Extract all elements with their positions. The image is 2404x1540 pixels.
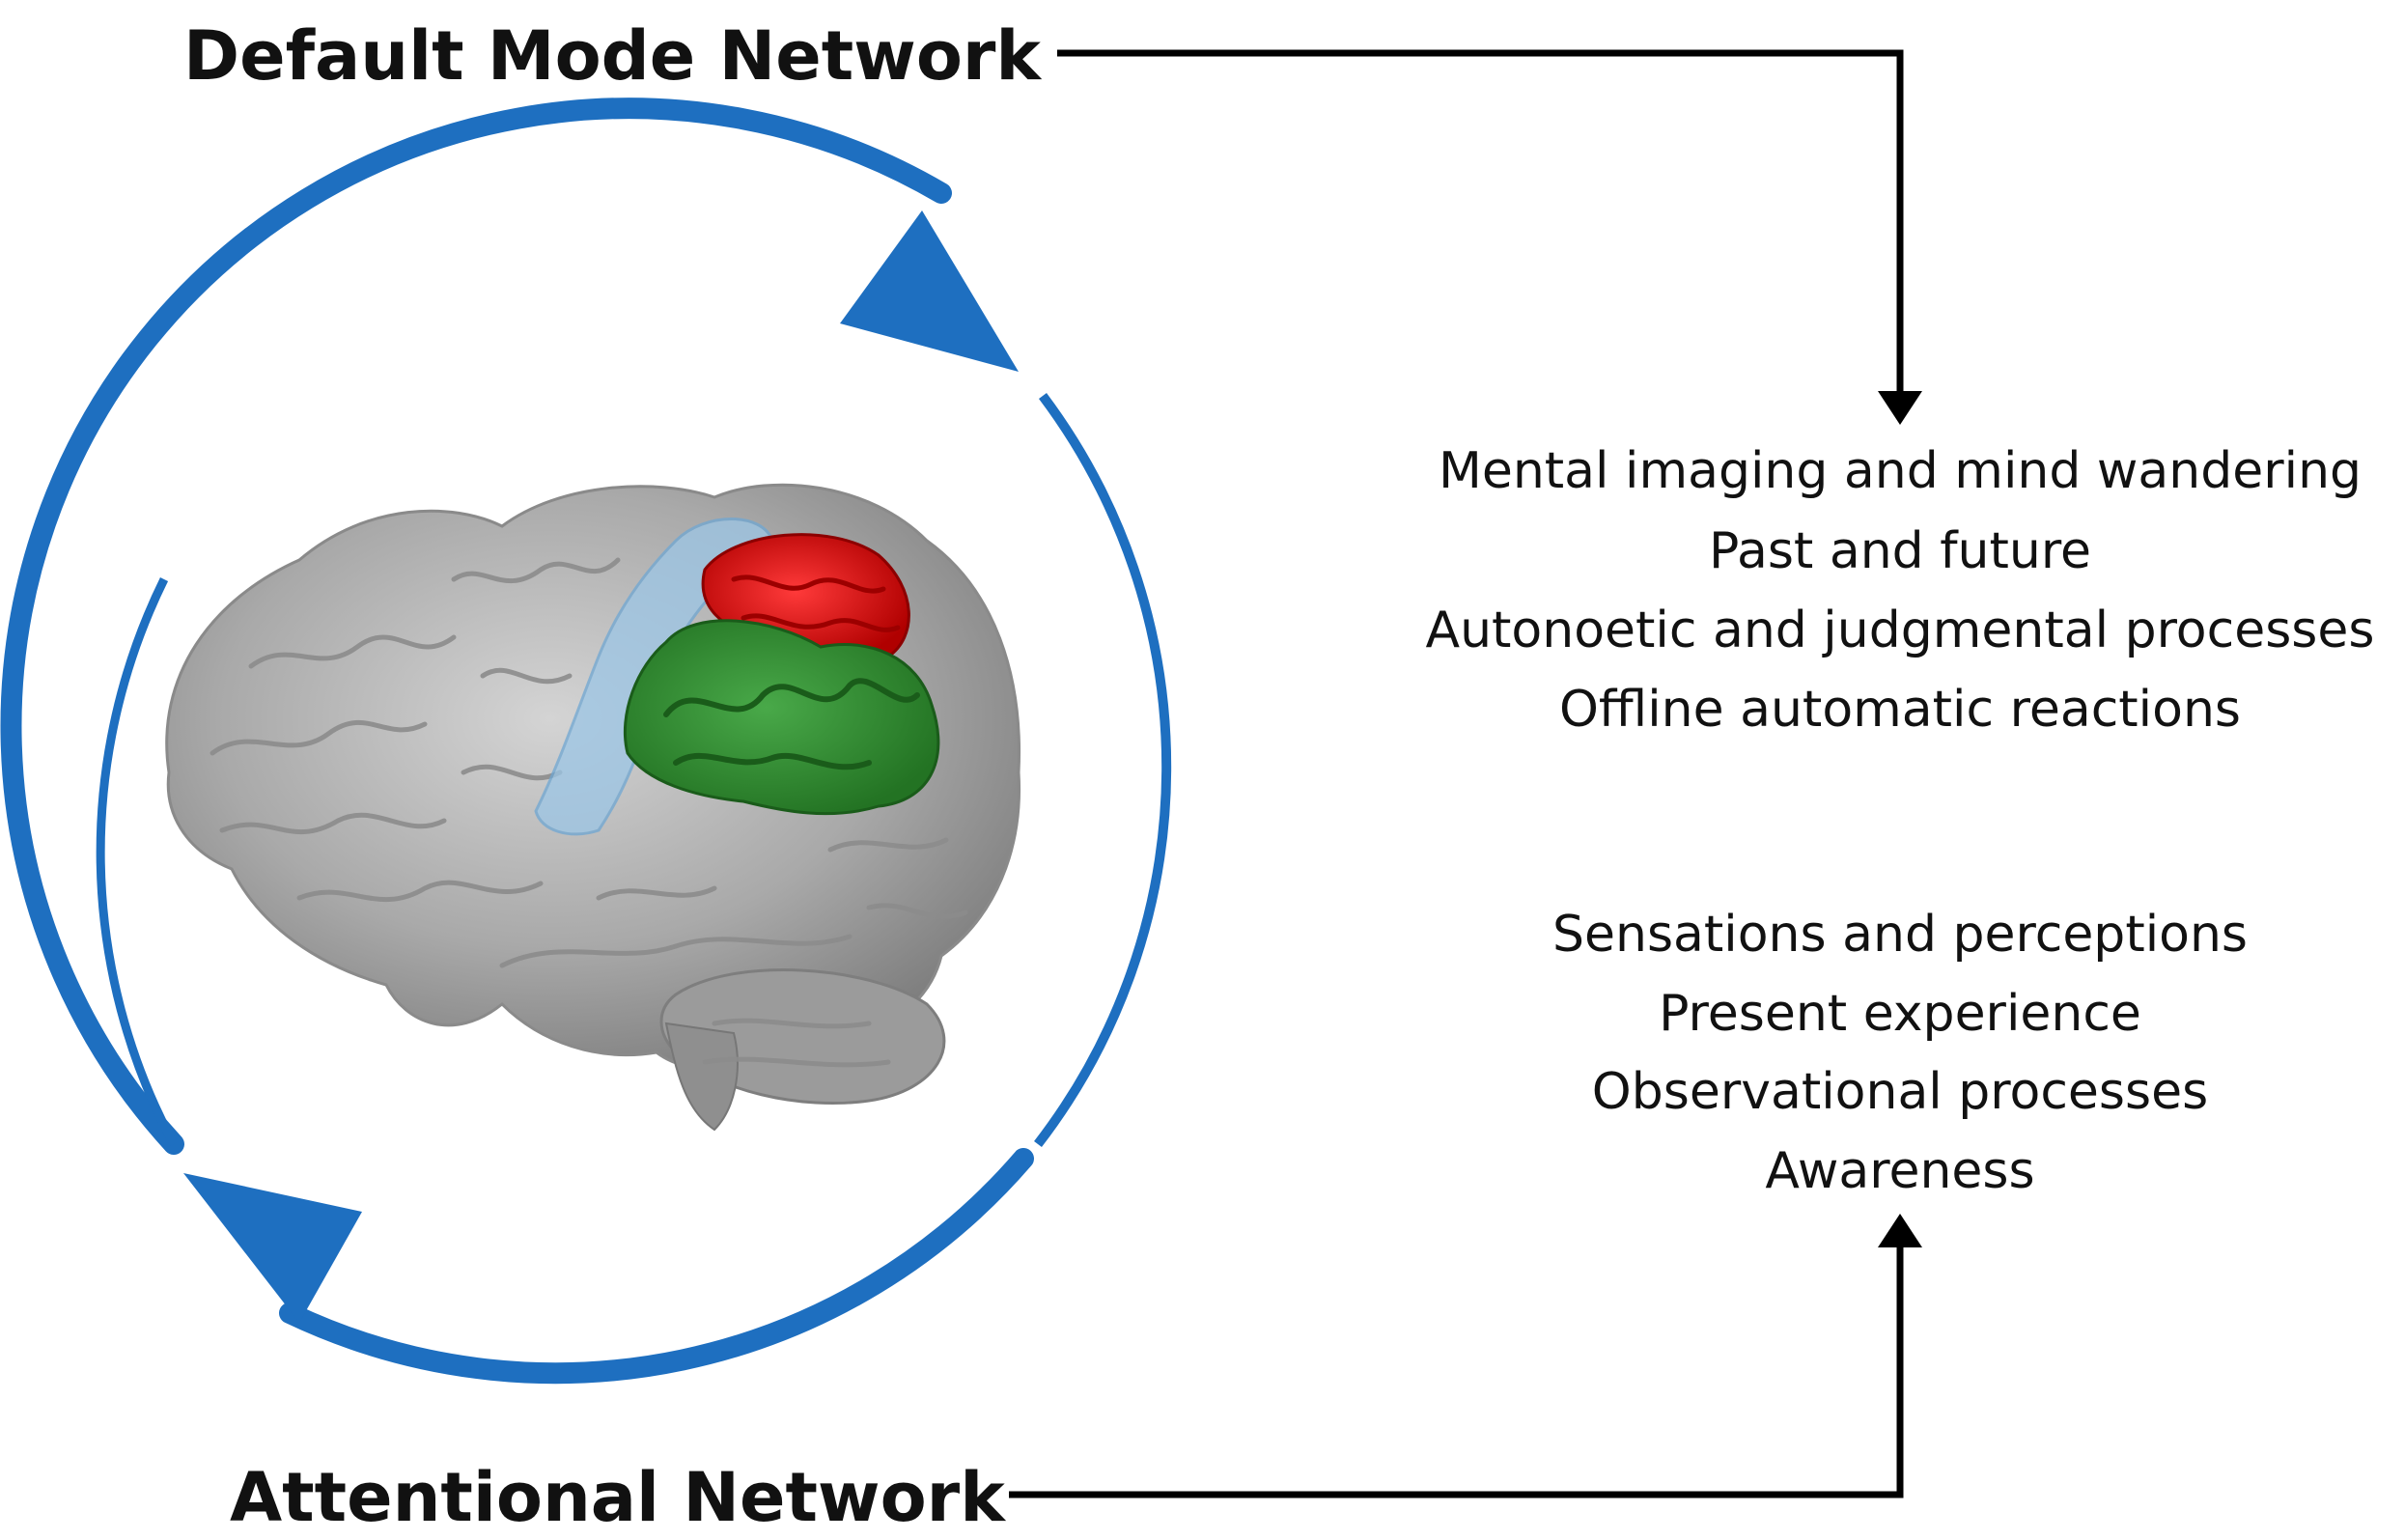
- list-item: Present experience: [1659, 985, 2141, 1043]
- brain-stem: [664, 1022, 739, 1132]
- default-mode-list: Mental imaging and mind wandering Past a…: [1426, 442, 2375, 739]
- list-item: Awareness: [1765, 1142, 2034, 1200]
- default-mode-connector: [1057, 49, 1922, 425]
- circular-arrows-icon: [0, 98, 1172, 1385]
- list-item: Mental imaging and mind wandering: [1439, 442, 2362, 500]
- list-item: Offline automatic reactions: [1559, 681, 2241, 739]
- list-item: Past and future: [1709, 522, 2091, 580]
- right-cycle-arc: [1034, 393, 1172, 1148]
- lower-arrowhead-icon: [183, 1173, 362, 1323]
- lower-cycle-arrow: [279, 1148, 1034, 1385]
- up-arrowhead-icon: [1878, 1214, 1922, 1247]
- list-item: Sensations and perceptions: [1552, 906, 2248, 964]
- attentional-list: Sensations and perceptions Present exper…: [1552, 906, 2248, 1200]
- down-arrowhead-icon: [1878, 391, 1922, 425]
- left-cycle-arc: [96, 577, 178, 1147]
- list-item: Observational processes: [1592, 1063, 2208, 1121]
- attentional-network-title: Attentional Network: [230, 1458, 1006, 1537]
- default-mode-network-title: Default Mode Network: [183, 16, 1042, 96]
- attentional-connector: [1009, 1214, 1922, 1498]
- upper-cycle-arrow: [0, 98, 952, 1155]
- brain-lateral-view-icon: [165, 483, 1021, 1132]
- upper-arrowhead-icon: [840, 210, 1019, 372]
- list-item: Autonoetic and judgmental processes: [1426, 602, 2375, 659]
